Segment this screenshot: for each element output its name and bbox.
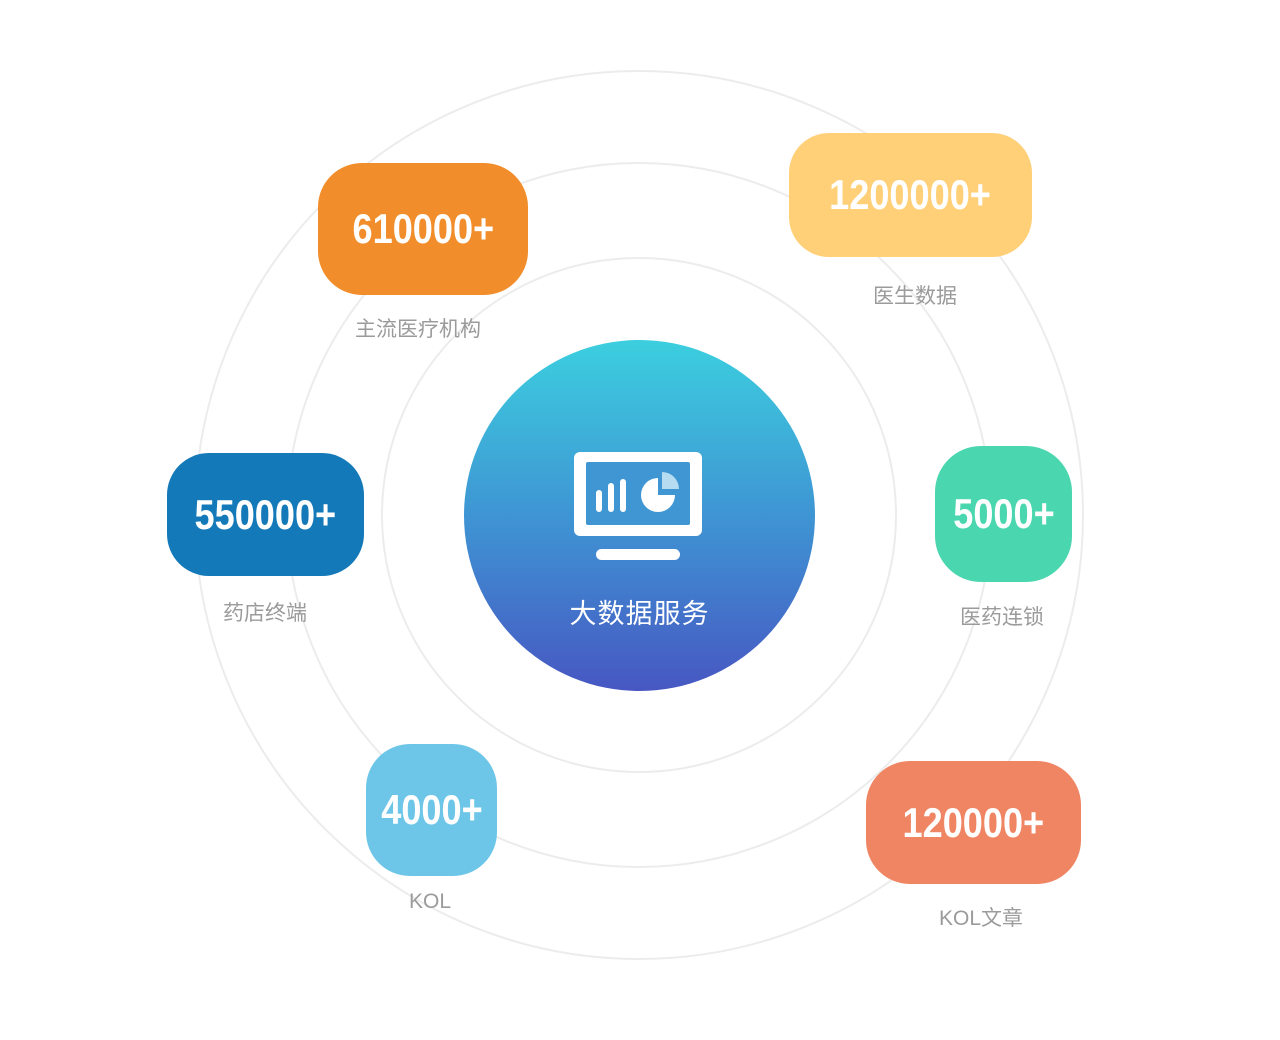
stat-label-medical-institutions: 主流医疗机构: [355, 318, 481, 341]
stat-label-pharmacy-chains: 医药连锁: [960, 606, 1044, 629]
stat-badge-kol-articles: 120000+: [866, 761, 1081, 884]
center-circle: 大数据服务: [464, 340, 815, 691]
stat-label-kol: KOL: [408, 890, 452, 913]
monitor-chart-icon: [574, 452, 702, 560]
center-title: 大数据服务: [569, 599, 710, 629]
stat-badge-kol: 4000+: [366, 744, 497, 876]
inner-ring: [381, 257, 897, 773]
stat-label-doctors: 医生数据: [873, 285, 957, 308]
stat-label-kol-articles: KOL文章: [938, 907, 1024, 930]
stat-badge-pharmacies: 550000+: [167, 453, 364, 576]
stat-badge-pharmacy-chains: 5000+: [935, 446, 1072, 582]
stat-label-pharmacies: 药店终端: [223, 602, 307, 625]
stat-badge-doctors: 1200000+: [789, 133, 1032, 257]
stat-badge-medical-institutions: 610000+: [318, 163, 528, 295]
